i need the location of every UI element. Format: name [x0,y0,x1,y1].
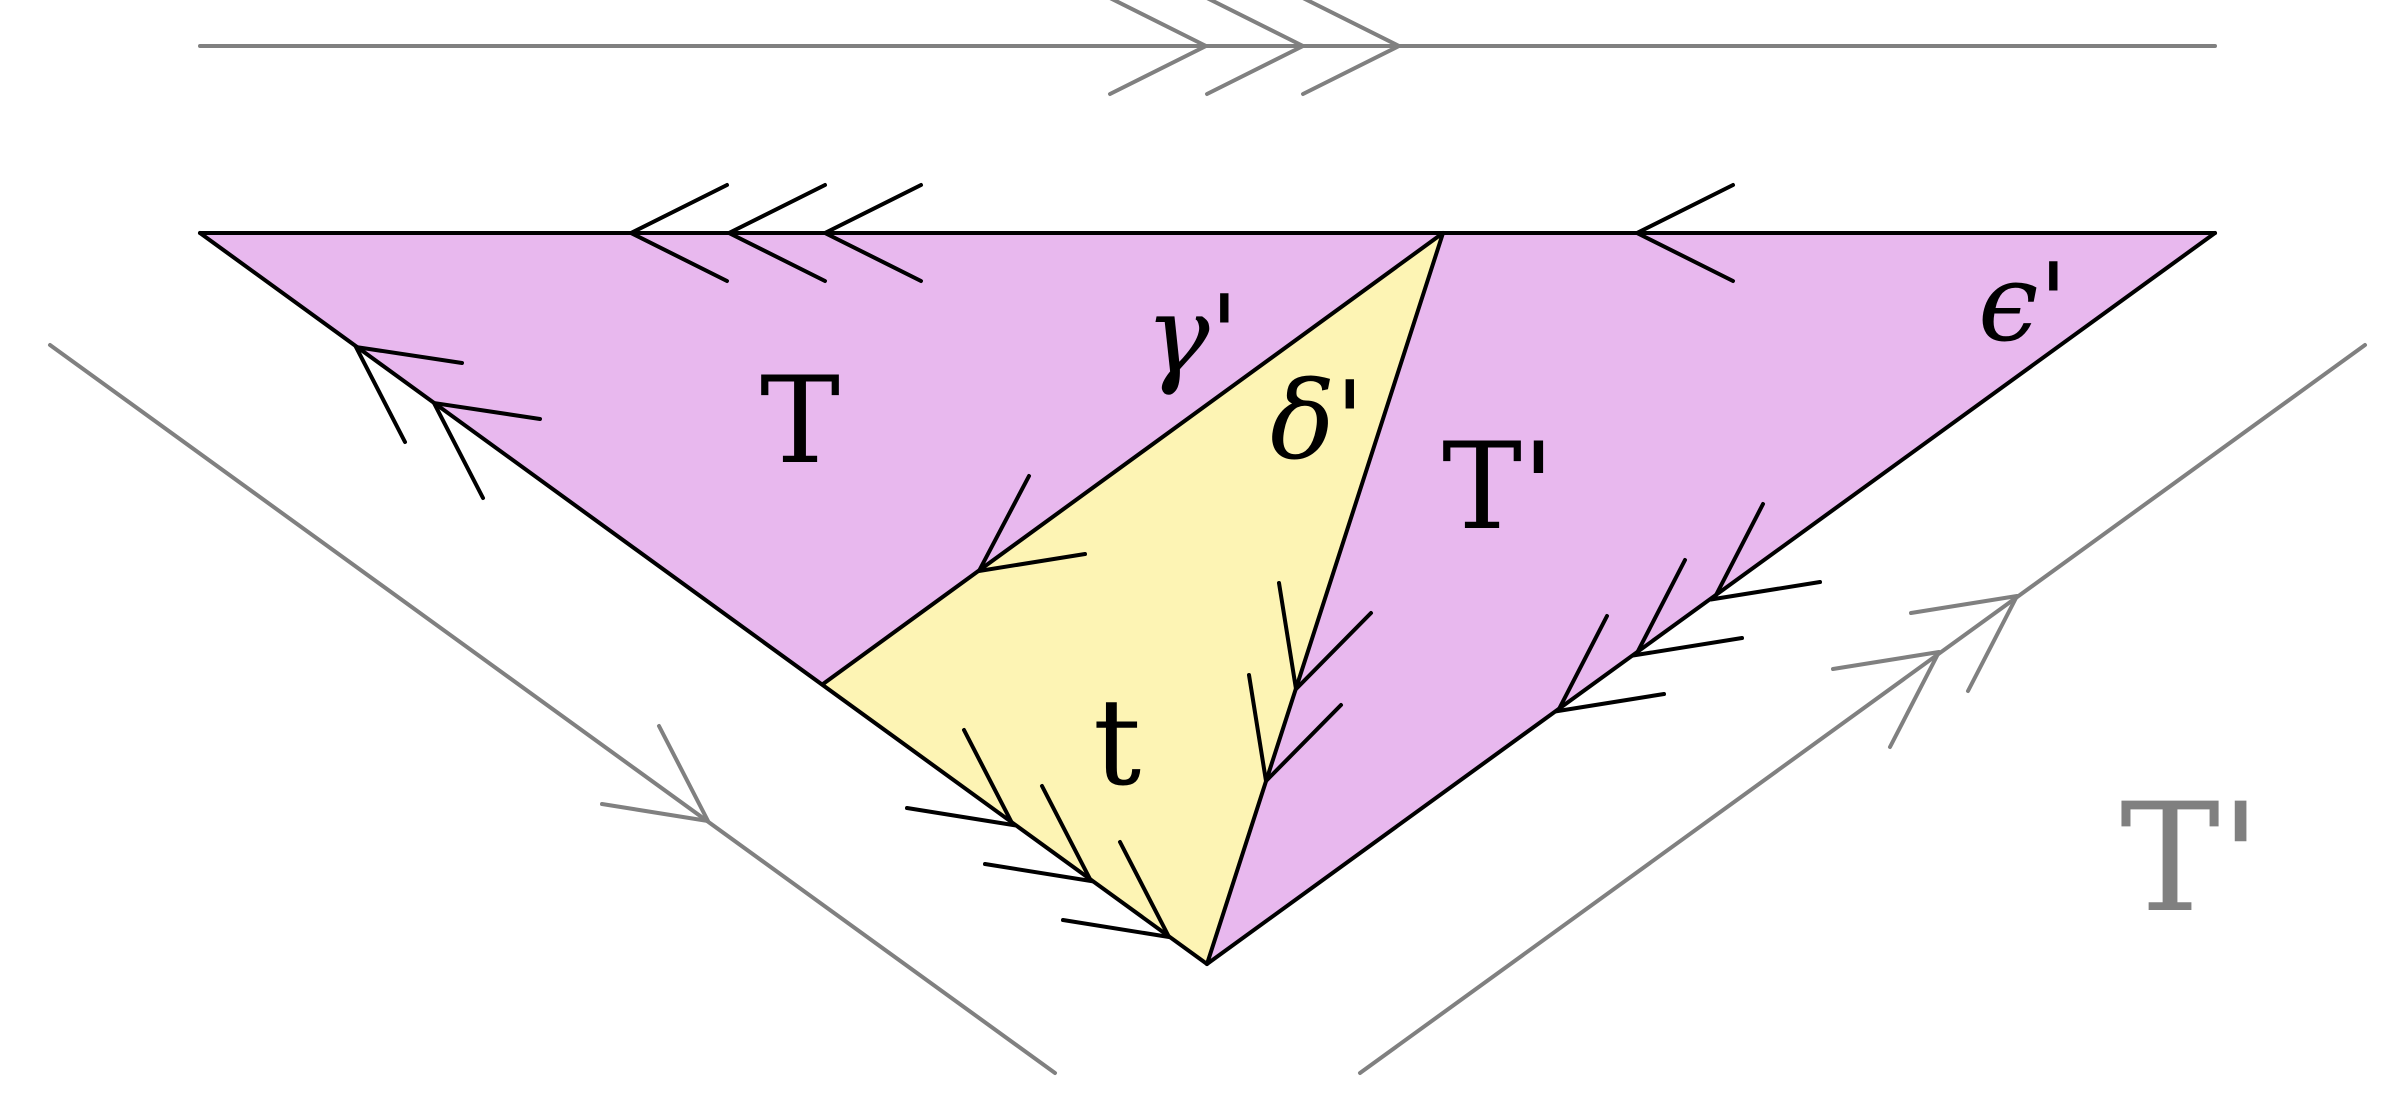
lower-left-triple-arrow [905,728,1173,940]
right-edge [1205,231,2217,966]
left-edge-double-arrow [352,344,542,500]
region-T [200,233,1443,684]
lower-right-guide-line [1358,343,2367,1075]
left-edge [198,231,1209,966]
lower-right-guide-double-arrow [1831,594,2019,749]
label-T: T [760,352,840,491]
label-delta: δ' [1270,359,1365,484]
gamma-edge-arrow [975,474,1087,574]
delta-edge [1205,231,1445,966]
label-T-prime: T' [1442,418,1555,557]
delta-edge-double-arrow [1247,581,1373,786]
top-edge-triple-arrow [626,183,923,283]
triangle-edges [198,231,2217,966]
black-arrow-marks [352,183,1822,940]
top-edge-single-arrow [1632,183,1735,283]
region-t [823,233,1443,964]
label-epsilon: ϵ' [1978,241,2068,366]
label-gamma: γ' [1145,273,1239,398]
right-edge-triple-arrow [1554,502,1822,714]
label-t: t [1093,674,1141,813]
label-T-prime-outer: T' [2120,772,2261,946]
grey-guides [48,0,2367,1075]
lower-left-guide-line [48,343,1057,1075]
lower-left-guide-arrow [600,724,710,823]
gamma-edge [821,231,1445,686]
top-guide-triple-arrow [1108,0,1401,96]
